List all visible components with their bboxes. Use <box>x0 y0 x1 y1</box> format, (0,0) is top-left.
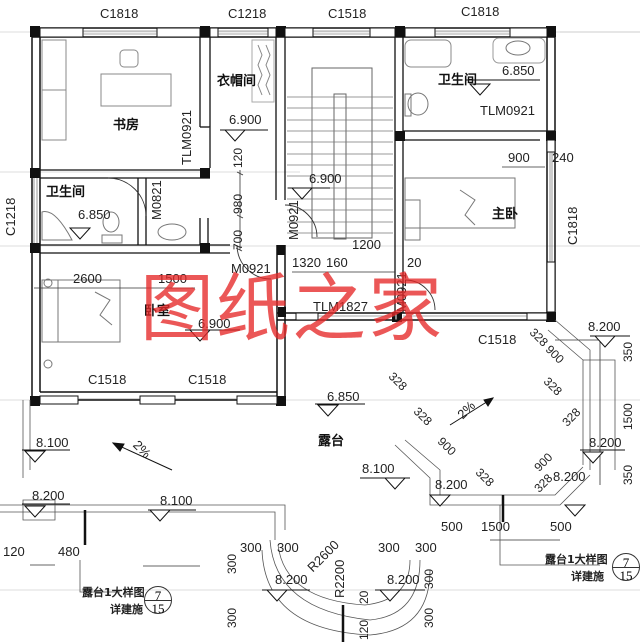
detail-ref-symbol-left: 7 15 <box>144 586 172 617</box>
dim-20-b: 20 <box>357 590 371 604</box>
dim-1320: 1320 <box>292 255 321 270</box>
elevation-v-left: 8.200 <box>435 477 468 492</box>
room-label-bathroom-left: 卫生间 <box>46 185 86 200</box>
elevation-v-right: 8.200 <box>553 469 586 484</box>
door-label-study: TLM0921 <box>179 110 194 165</box>
dim-500-a: 500 <box>441 519 463 534</box>
detail-ref-sheet-right: 15 <box>613 567 639 584</box>
dim-1500: 1500 <box>158 271 187 286</box>
dim-120: 120 <box>231 147 245 168</box>
window-label-right-master: C1818 <box>565 206 580 245</box>
elevation-stair: 6.900 <box>309 171 342 186</box>
dim-300-a: 300 <box>240 540 262 555</box>
dim-300-e: 300 <box>378 540 400 555</box>
elevation-bath-left: 6.850 <box>78 207 111 222</box>
dim-160: 160 <box>326 255 348 270</box>
detail-ref-num-right: 7 <box>622 555 630 570</box>
room-label-bathroom-right: 卫生间 <box>438 73 478 88</box>
detail-ref-label-left: 露台1大样图 <box>82 586 145 599</box>
elevation-arc-right: 8.200 <box>387 572 420 587</box>
dim-350-a: 350 <box>621 341 635 362</box>
elevation-left-1: 8.100 <box>36 435 69 450</box>
dim-300-h: 300 <box>422 607 436 628</box>
dim-1200: 1200 <box>352 237 381 252</box>
dim-700: 700 <box>231 229 245 250</box>
detail-ref-sub-right: 详建施 <box>571 570 604 583</box>
dim-240: 240 <box>552 150 574 165</box>
window-label-bottom-bed-2: C1518 <box>188 372 227 387</box>
window-label-top-stair: C1518 <box>328 6 367 21</box>
door-label-bath-left: M0821 <box>149 180 164 220</box>
dim-500-b: 500 <box>550 519 572 534</box>
dim-r2200: R2200 <box>332 559 347 598</box>
dim-300-c: 300 <box>225 553 239 574</box>
elevation-left-2: 8.200 <box>32 488 65 503</box>
dim-120-c: 120 <box>357 619 371 640</box>
door-label-bedroom: M0921 <box>231 261 271 276</box>
dim-980: 980 <box>231 193 245 214</box>
dim-300-g: 300 <box>422 568 436 589</box>
elevation-bath-right: 6.850 <box>502 63 535 78</box>
detail-ref-symbol-right: 7 15 <box>612 553 640 584</box>
room-label-master-bedroom: 主卧 <box>492 207 519 222</box>
detail-ref-num-left: 7 <box>154 588 162 603</box>
door-label-stair: M0921 <box>286 200 301 240</box>
dim-20: 20 <box>407 255 422 270</box>
elevation-arc-left: 8.200 <box>275 572 308 587</box>
detail-ref-sheet-left: 15 <box>145 600 171 617</box>
detail-ref-sub-left: 详建施 <box>110 603 143 616</box>
dim-350-b: 350 <box>621 464 635 485</box>
room-label-bedroom: 卧室 <box>144 304 171 319</box>
detail-ref-label-right: 露台1大样图 <box>545 553 608 566</box>
room-label-terrace: 露台 <box>318 434 345 449</box>
elevation-mid-right: 8.100 <box>362 461 395 476</box>
dim-300-f: 300 <box>415 540 437 555</box>
dim-900: 900 <box>508 150 530 165</box>
window-label-top-cloak: C1218 <box>228 6 267 21</box>
watermark: 图纸之家 <box>140 266 444 352</box>
window-label-top-study: C1818 <box>100 6 139 21</box>
dim-1500-b: 1500 <box>481 519 510 534</box>
dim-2600: 2600 <box>73 271 102 286</box>
room-label-cloakroom: 衣帽间 <box>217 74 257 89</box>
dim-300-b: 300 <box>277 540 299 555</box>
elevation-terrace: 6.850 <box>327 389 360 404</box>
window-label-top-bath: C1818 <box>461 4 500 19</box>
window-label-bottom-bed-1: C1518 <box>88 372 127 387</box>
elevation-bedroom: 6.900 <box>198 316 231 331</box>
dim-1500-v: 1500 <box>621 403 635 430</box>
dim-120-b: 120 <box>3 544 25 559</box>
elevation-right-mid: 8.200 <box>589 435 622 450</box>
room-label-study: 书房 <box>113 118 140 133</box>
dim-480: 480 <box>58 544 80 559</box>
window-label-bottom-master: C1518 <box>478 332 517 347</box>
door-label-bath-right: TLM0921 <box>480 103 535 118</box>
elevation-cloak: 6.900 <box>229 112 262 127</box>
elevation-right-top: 8.200 <box>588 319 621 334</box>
elevation-bottom-mid: 8.100 <box>160 493 193 508</box>
dim-300-d: 300 <box>225 607 239 628</box>
window-label-left-bath: C1218 <box>3 197 18 236</box>
door-label-terrace: TLM1827 <box>313 299 368 314</box>
